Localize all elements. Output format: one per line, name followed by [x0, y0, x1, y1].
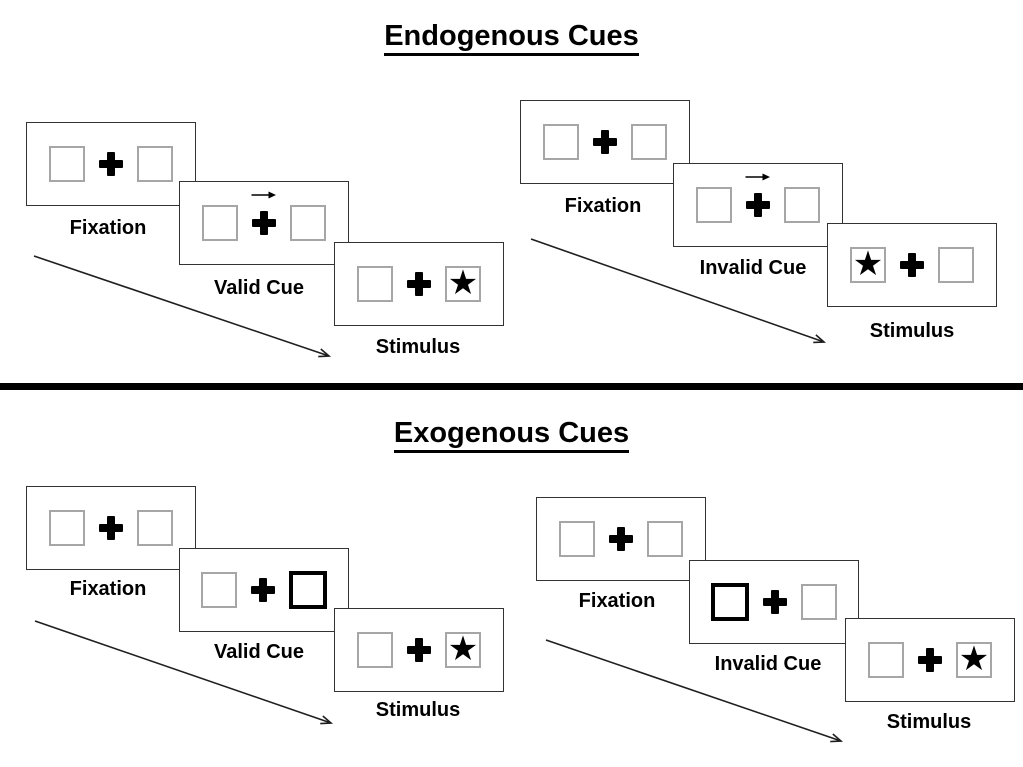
- fixation-cross-icon: [407, 272, 431, 296]
- panel-label: Stimulus: [375, 336, 461, 358]
- panel-label: Fixation: [69, 578, 147, 600]
- right-arrow-cue-icon: [745, 173, 770, 181]
- left-box: [357, 632, 393, 668]
- panel-label: Stimulus: [869, 320, 955, 342]
- right-box: [631, 124, 667, 160]
- right-arrow-cue-icon: [251, 191, 276, 199]
- panel-label: Stimulus: [886, 711, 972, 733]
- right-box: [784, 187, 820, 223]
- left-box: [357, 266, 393, 302]
- fixation-cross-icon: [763, 590, 787, 614]
- endogenous-valid-cue-panel: [179, 181, 349, 265]
- exogenous-valid-stimulus-panel: ★: [334, 608, 504, 692]
- time-arrow-icon: [545, 639, 844, 743]
- fixation-cross-icon: [745, 173, 770, 217]
- panel-label: Stimulus: [375, 699, 461, 721]
- panel-label: Fixation: [564, 195, 642, 217]
- right-box: [137, 510, 173, 546]
- exogenous-valid-cue-panel: [179, 548, 349, 632]
- highlighted-left-box-cue: [711, 583, 749, 621]
- left-box: ★: [850, 243, 886, 284]
- left-box: [202, 205, 238, 241]
- fixation-cross-icon: [251, 191, 276, 235]
- star-icon: ★: [852, 243, 884, 284]
- panel-label: Invalid Cue: [699, 257, 807, 279]
- endogenous-invalid-stimulus-panel: ★: [827, 223, 997, 307]
- fixation-cross-icon: [99, 152, 123, 176]
- right-box: ★: [445, 262, 481, 303]
- left-box: [696, 187, 732, 223]
- exogenous-section-title: Exogenous Cues: [0, 417, 1023, 453]
- left-box: [559, 521, 595, 557]
- endogenous-invalid-fixation-panel: [520, 100, 690, 184]
- star-icon: ★: [447, 262, 479, 303]
- fixation-cross-icon: [407, 638, 431, 662]
- left-box: [49, 510, 85, 546]
- fixation-cross-icon: [593, 130, 617, 154]
- fixation-cross-icon: [900, 253, 924, 277]
- left-box: [543, 124, 579, 160]
- exogenous-title-text: Exogenous Cues: [393, 417, 630, 453]
- exogenous-valid-fixation-panel: [26, 486, 196, 570]
- fixation-cross-icon: [251, 578, 275, 602]
- fixation-cross-icon: [609, 527, 633, 551]
- exogenous-invalid-fixation-panel: [536, 497, 706, 581]
- exogenous-invalid-cue-panel: [689, 560, 859, 644]
- panel-label: Invalid Cue: [714, 653, 822, 675]
- endogenous-valid-fixation-panel: [26, 122, 196, 206]
- right-box: [137, 146, 173, 182]
- highlighted-right-box-cue: [289, 571, 327, 609]
- endogenous-section-title: Endogenous Cues: [0, 20, 1023, 56]
- left-box: [868, 642, 904, 678]
- endogenous-title-text: Endogenous Cues: [384, 20, 639, 56]
- fixation-cross-icon: [918, 648, 942, 672]
- panel-label: Valid Cue: [213, 277, 305, 299]
- endogenous-valid-stimulus-panel: ★: [334, 242, 504, 326]
- time-arrow-icon: [530, 238, 827, 344]
- right-box: [290, 205, 326, 241]
- fixation-cross-icon: [99, 516, 123, 540]
- right-box: [938, 247, 974, 283]
- left-box: [49, 146, 85, 182]
- time-arrow-icon: [33, 255, 332, 358]
- exogenous-invalid-stimulus-panel: ★: [845, 618, 1015, 702]
- right-box: ★: [445, 628, 481, 669]
- left-box: [201, 572, 237, 608]
- section-divider: [0, 383, 1023, 390]
- panel-label: Fixation: [69, 217, 147, 239]
- star-icon: ★: [447, 628, 479, 669]
- panel-label: Fixation: [578, 590, 656, 612]
- right-box: ★: [956, 638, 992, 679]
- endogenous-invalid-cue-panel: [673, 163, 843, 247]
- star-icon: ★: [958, 638, 990, 679]
- time-arrow-icon: [34, 620, 334, 725]
- panel-label: Valid Cue: [213, 641, 305, 663]
- right-box: [801, 584, 837, 620]
- right-box: [647, 521, 683, 557]
